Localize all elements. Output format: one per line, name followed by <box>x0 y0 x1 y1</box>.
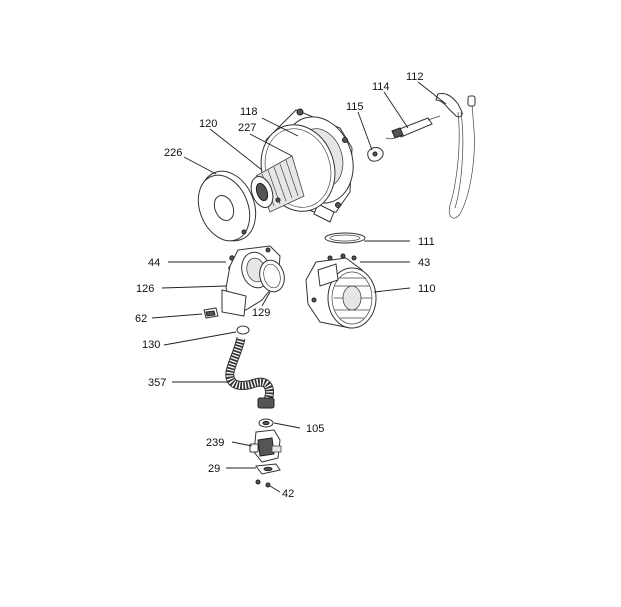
part-239-valve <box>249 429 282 463</box>
callout-labels: 112 114 115 118 120 227 226 111 43 44 11… <box>135 71 436 500</box>
callout-114: 114 <box>372 81 390 93</box>
callout-239: 239 <box>206 437 224 449</box>
part-120-mesh-burner <box>250 155 305 213</box>
callout-111: 111 <box>418 236 435 248</box>
callout-43: 43 <box>418 257 430 269</box>
part-110-fan <box>305 257 377 329</box>
part-226-insulation-disc <box>197 170 257 242</box>
callout-129: 129 <box>252 307 270 319</box>
callout-226: 226 <box>164 147 182 159</box>
callout-120: 120 <box>199 118 217 130</box>
part-114-electrode <box>385 115 441 140</box>
part-112-sensor-lead <box>435 93 476 219</box>
part-130-o-ring <box>236 325 250 335</box>
part-111-fan-gasket <box>324 232 366 244</box>
leader-lines <box>151 81 447 493</box>
part-129-seal <box>259 259 285 293</box>
part-115-clip <box>367 147 384 162</box>
callout-105: 105 <box>306 423 324 435</box>
part-29-gasket <box>255 463 281 475</box>
callout-357: 357 <box>148 377 166 389</box>
callout-118: 118 <box>240 106 258 118</box>
callout-130: 130 <box>142 339 160 351</box>
callout-110: 110 <box>418 283 436 295</box>
part-105-washer <box>258 418 274 428</box>
callout-115: 115 <box>346 101 364 113</box>
callout-126: 126 <box>136 283 154 295</box>
part-357-flexible-pipe <box>225 336 275 409</box>
part-62-clip <box>203 307 219 319</box>
callout-44: 44 <box>148 257 160 269</box>
callout-62: 62 <box>135 313 147 325</box>
callout-112: 112 <box>406 71 424 83</box>
part-42-screws <box>255 479 271 488</box>
callout-227: 227 <box>238 122 256 134</box>
callout-29: 29 <box>208 463 220 475</box>
callout-42: 42 <box>282 488 294 500</box>
